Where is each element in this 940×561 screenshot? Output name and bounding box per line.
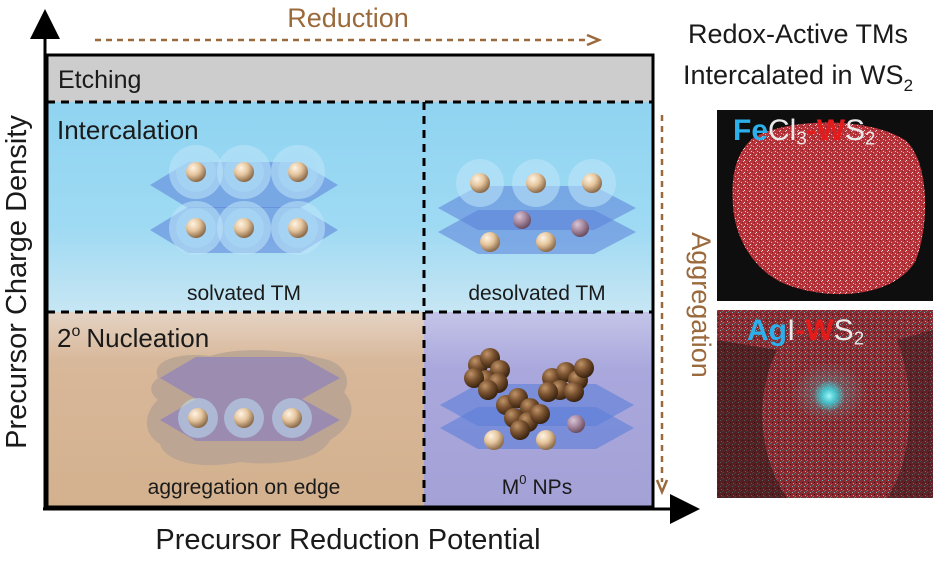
side-title-line1: Redox-Active TMs — [688, 19, 908, 49]
intercalation-label: Intercalation — [57, 115, 199, 145]
desolvated-tm-label: desolvated TM — [468, 282, 605, 305]
metal-ion-intercalated — [571, 219, 589, 237]
metal-nanoparticle — [464, 368, 484, 388]
metal-ion — [536, 430, 556, 450]
metal-nanoparticle — [574, 358, 594, 378]
etching-region — [47, 55, 653, 102]
metal-ion-intercalated — [513, 211, 531, 229]
etching-label: Etching — [58, 66, 141, 94]
metal-ion — [288, 162, 308, 182]
metal-nanoparticle — [564, 382, 584, 402]
metal-ion — [234, 218, 254, 238]
agi-ws2-micrograph: AgI-WS2 — [717, 310, 933, 498]
metal-ion — [288, 218, 308, 238]
fecl3-ws2-label: FeCl3-WS2 — [733, 114, 876, 149]
agi-ws2-map — [717, 310, 933, 498]
metal-ion — [186, 162, 206, 182]
nanoparticles-illustration — [440, 348, 634, 450]
fecl3-ws2-micrograph: FeCl3-WS2 — [717, 110, 933, 301]
metal-ion — [234, 408, 254, 428]
metal-ion — [582, 173, 602, 193]
diagram-frame — [45, 53, 655, 509]
desolvated-tm-illustration — [438, 159, 636, 254]
metal-ion — [470, 173, 490, 193]
metal-ion — [536, 232, 556, 252]
metal-ion — [234, 162, 254, 182]
solvated-tm-illustration — [150, 145, 338, 255]
metal-nanoparticle — [510, 420, 530, 440]
metal-ion — [282, 408, 302, 428]
metal-ion — [480, 232, 500, 252]
metal-nanoparticle — [538, 382, 558, 402]
metal-nanoparticle — [530, 404, 550, 424]
x-axis-label: Precursor Reduction Potential — [155, 524, 540, 556]
aggregation-edge-illustration — [146, 350, 352, 466]
aggregation-arrowhead — [655, 479, 669, 496]
y-axis-label: Precursor Charge Density — [1, 115, 33, 449]
solvated-tm-label: solvated TM — [187, 282, 301, 305]
side-title-line2: Intercalated in WS2 — [683, 60, 913, 95]
metal-ion — [186, 218, 206, 238]
metal-ion — [188, 408, 208, 428]
fecl3-ws2-map — [717, 110, 933, 301]
reduction-label: Reduction — [287, 3, 409, 33]
aggregation-label: Aggregation — [686, 232, 716, 378]
reduction-arrowhead — [586, 33, 603, 47]
metal-ion-intercalated — [567, 415, 585, 433]
metal-ion — [484, 430, 504, 450]
agi-ws2-label: AgI-WS2 — [747, 314, 865, 349]
aggregation-edge-label: aggregation on edge — [148, 476, 341, 499]
metal-nanoparticle — [478, 380, 498, 400]
metal-ion — [526, 173, 546, 193]
